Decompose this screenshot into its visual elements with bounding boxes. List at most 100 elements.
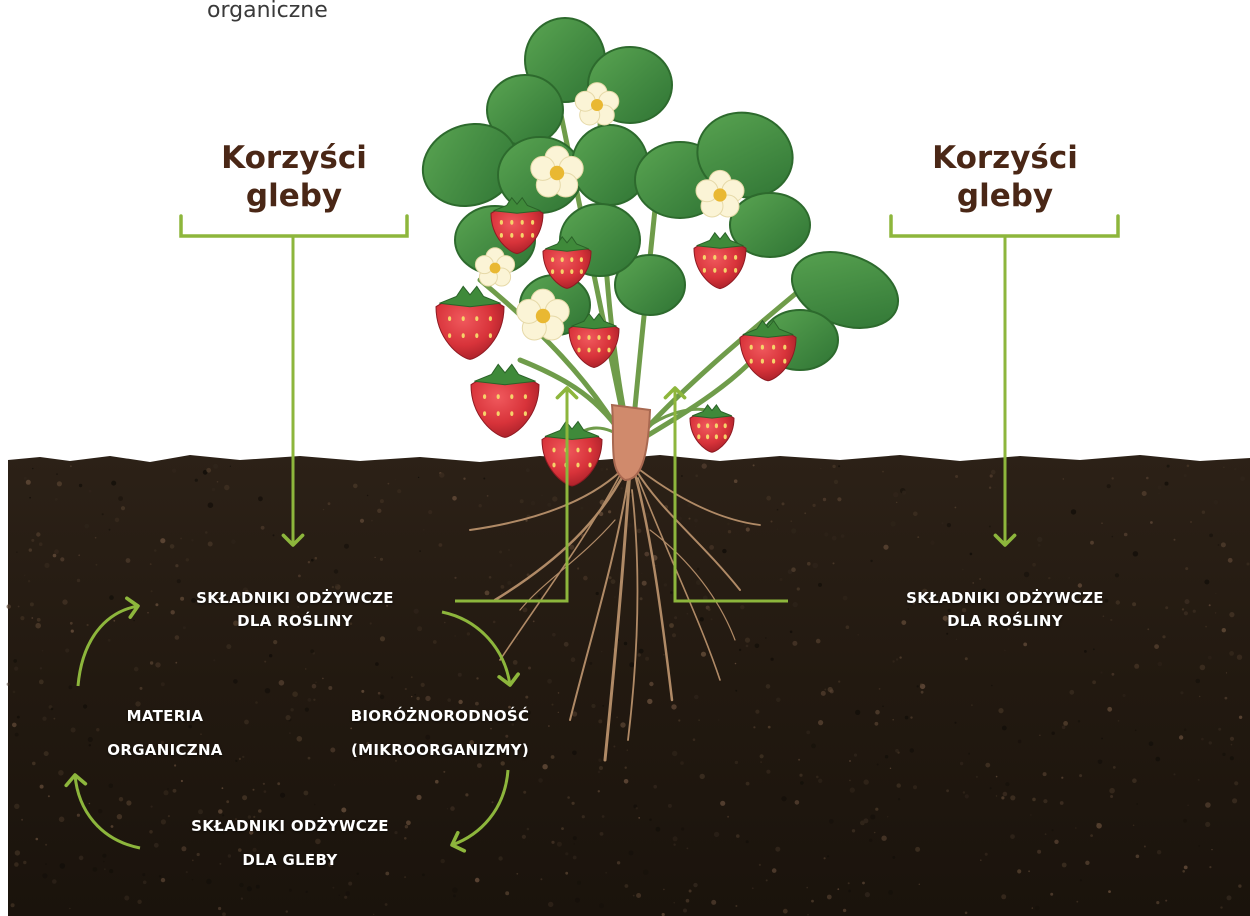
label-line: DLA ROŚLINY (865, 610, 1145, 633)
soil-speckle (896, 658, 898, 660)
berry-seed (524, 394, 527, 399)
soil-speckle (360, 519, 364, 523)
soil-speckle (54, 549, 59, 554)
soil-speckle (843, 596, 848, 601)
soil-speckle (807, 562, 811, 566)
soil-speckle (305, 668, 307, 670)
soil-speckle (960, 762, 963, 765)
soil-speckle (1184, 866, 1188, 870)
soil-speckle (20, 616, 24, 620)
berry-seed (570, 257, 573, 262)
soil-speckle (12, 723, 17, 728)
soil-speckle (687, 848, 689, 850)
soil-speckle (501, 592, 502, 593)
soil-speckle (848, 890, 851, 893)
soil-speckle (314, 804, 316, 806)
soil-speckle (1232, 798, 1237, 803)
soil-speckle (1079, 774, 1082, 777)
soil-speckle (208, 502, 214, 508)
soil-speckle (42, 717, 46, 721)
soil-speckle (1092, 680, 1096, 684)
soil-speckle (547, 679, 552, 684)
soil-speckle (781, 796, 786, 801)
soil-speckle (195, 479, 198, 482)
right-bracket (891, 216, 1118, 236)
soil-speckle (591, 704, 595, 708)
soil-speckle (834, 480, 838, 484)
soil-speckle (206, 468, 211, 473)
soil-speckle (305, 708, 309, 712)
soil-speckle (919, 884, 920, 885)
soil-speckle (1032, 907, 1033, 908)
soil-speckle (428, 510, 432, 514)
soil-speckle (791, 567, 796, 572)
soil-speckle (1062, 863, 1067, 868)
soil-speckle (28, 580, 30, 582)
soil-speckle (54, 718, 56, 720)
berry-seed (462, 316, 465, 321)
soil-speckle (766, 496, 771, 501)
soil-speckle (641, 573, 642, 574)
soil-speckle (1231, 744, 1233, 746)
soil-speckle (1201, 738, 1204, 741)
soil-speckle (224, 485, 229, 490)
soil-speckle (1184, 728, 1187, 731)
soil-speckle (308, 561, 310, 563)
soil-speckle (735, 690, 737, 692)
soil-speckle (1234, 781, 1238, 785)
soil-speckle (1204, 580, 1209, 585)
soil-speckle (915, 847, 920, 852)
soil-speckle (813, 504, 816, 507)
soil-speckle (39, 680, 44, 685)
soil-speckle (143, 881, 147, 885)
soil-speckle (843, 909, 846, 912)
soil-speckle (989, 487, 991, 489)
soil-speckle (180, 538, 182, 540)
soil-speckle (118, 496, 123, 501)
berry-seed (607, 348, 610, 353)
soil-speckle (689, 890, 692, 893)
soil-speckle (955, 475, 958, 478)
soil-speckle (779, 578, 782, 581)
soil-speckle (16, 552, 17, 553)
soil-speckle (980, 859, 982, 861)
berry-seed (448, 333, 451, 338)
soil-speckle (39, 542, 43, 546)
soil-speckle (882, 471, 884, 473)
soil-speckle (877, 764, 879, 766)
soil-speckle (881, 836, 886, 841)
soil-speckle (151, 806, 153, 808)
soil-speckle (1035, 906, 1040, 911)
soil-speckle (280, 793, 285, 798)
soil-speckle (1078, 720, 1080, 722)
soil-speckle (487, 495, 489, 497)
label-biodiversity: BIORÓŻNORODNOŚĆ (MIKROORGANIZMY) (320, 700, 560, 768)
soil-speckle (444, 622, 446, 624)
soil-speckle (335, 584, 337, 586)
soil-speckle (637, 529, 642, 534)
berry-seed (588, 463, 591, 468)
soil-speckle (930, 541, 934, 545)
soil-speckle (838, 465, 840, 467)
soil-speckle (441, 859, 445, 863)
soil-speckle (93, 867, 98, 872)
soil-speckle (638, 817, 640, 819)
soil-speckle (1124, 533, 1128, 537)
soil-speckle (1237, 655, 1242, 660)
soil-speckle (697, 568, 700, 571)
soil-speckle (760, 754, 764, 758)
soil-speckle (841, 534, 845, 538)
soil-speckle (829, 819, 834, 824)
soil-speckle (870, 560, 872, 562)
soil-speckle (614, 596, 615, 597)
soil-speckle (15, 850, 20, 855)
soil-speckle (286, 910, 288, 912)
berry-seed (570, 269, 573, 274)
soil-speckle (1108, 890, 1111, 893)
soil-speckle (117, 814, 122, 819)
soil-speckle (306, 891, 308, 893)
soil-speckle (467, 632, 470, 635)
soil-speckle (1038, 544, 1041, 547)
soil-speckle (507, 581, 511, 585)
soil-speckle (995, 487, 996, 488)
